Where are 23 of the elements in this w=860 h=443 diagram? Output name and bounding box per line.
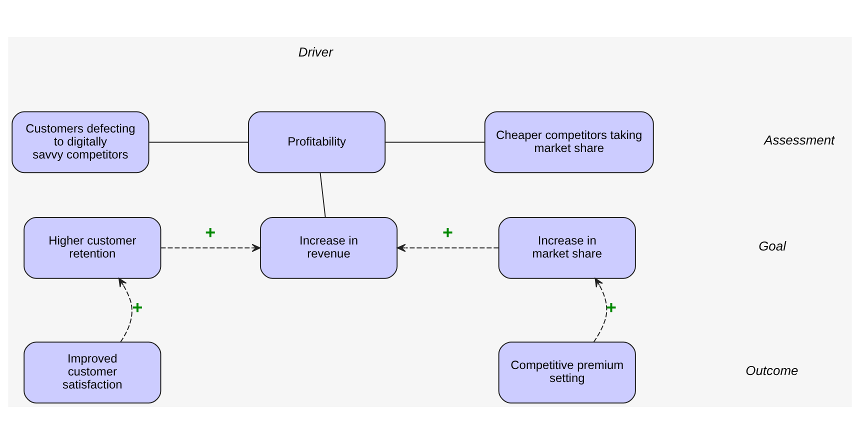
connector: [384, 141, 486, 142]
edge-label: +: [132, 297, 143, 318]
node-box: Customers defecting to digitally savvy competitors: [12, 110, 150, 173]
node-box: Profitability: [248, 110, 386, 173]
node-box: Improved customer satisfaction: [24, 341, 162, 403]
label: Goal: [758, 238, 786, 253]
edge-label: +: [205, 222, 216, 242]
node-box: Increase in market share: [498, 216, 636, 278]
edge-label: +: [606, 297, 617, 318]
node-box: Higher customer retention: [24, 216, 162, 278]
label: Driver: [298, 44, 333, 59]
node-box: Increase in revenue: [260, 216, 398, 278]
connector: [148, 141, 249, 142]
label: Outcome: [746, 362, 798, 378]
label: Assessment: [764, 132, 835, 148]
edge-label: +: [442, 222, 453, 242]
arrow: [593, 277, 608, 342]
arrow: [396, 243, 500, 252]
arrow: [118, 277, 132, 342]
node-box: Competitive premium setting: [498, 341, 636, 403]
connector: [320, 172, 326, 218]
arrow: [160, 243, 261, 252]
node-box: Cheaper competitors taking market share: [484, 110, 654, 173]
